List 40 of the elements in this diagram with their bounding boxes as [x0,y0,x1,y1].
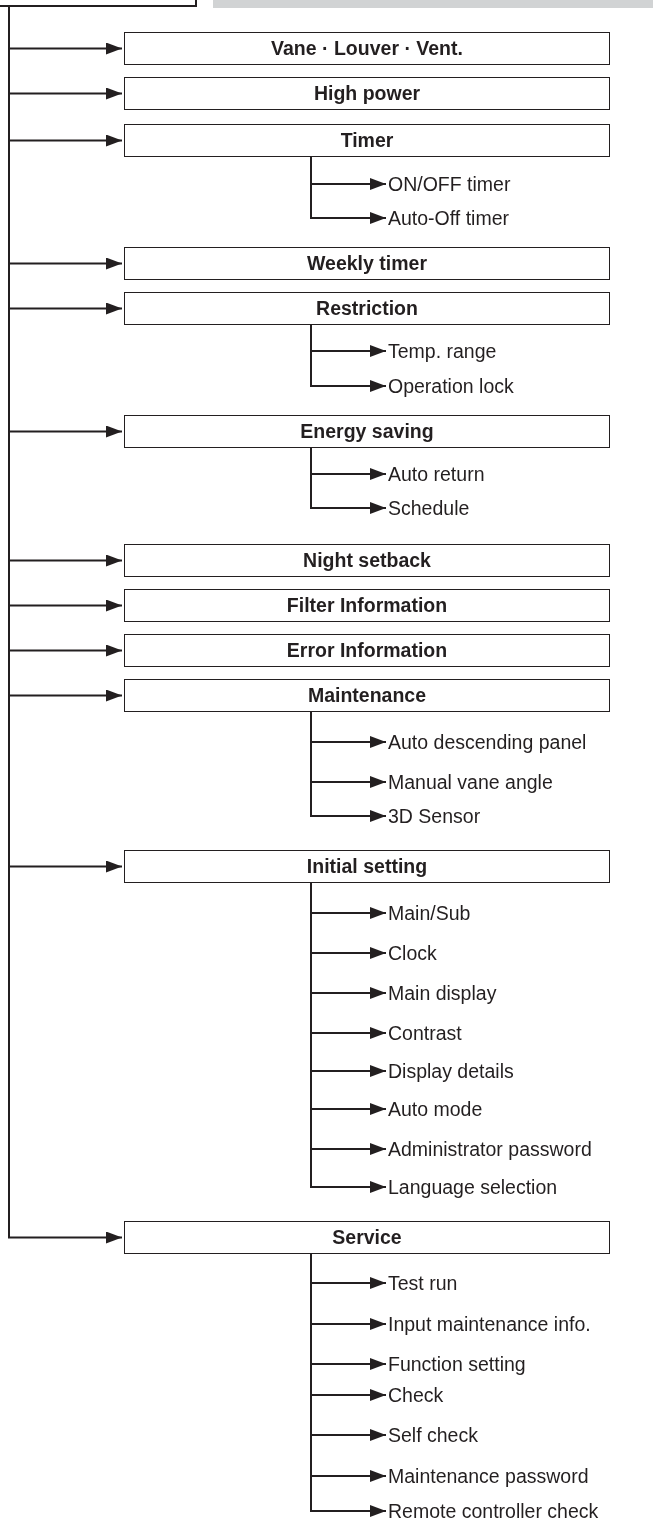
menu-item-label: Check [388,1384,444,1406]
menu-item-label: Maintenance password [388,1465,589,1487]
menu-item-label: Test run [388,1272,458,1294]
menu-item-label: Display details [388,1060,514,1082]
menu-item-label: Manual vane angle [388,771,553,793]
menu-item-label: Auto return [388,463,485,485]
menu-item-label: Administrator password [388,1138,592,1160]
menu-item-label: Remote controller check [388,1500,599,1522]
arrow [310,324,387,392]
arrow [310,711,387,822]
menu-item-label: Function setting [388,1353,526,1375]
arrow [310,447,387,514]
menu-item-label: Main display [388,982,497,1004]
menu-box: Weekly timer [124,247,610,280]
menu-item-label: Input maintenance info. [388,1313,591,1335]
menu-box: High power [124,77,610,110]
arrow [310,156,387,224]
menu-item-label: Clock [388,942,437,964]
menu-item-label: Contrast [388,1022,462,1044]
menu-box: Restriction [124,292,610,325]
menu-box: Filter Information [124,589,610,622]
menu-item-label: Schedule [388,497,470,519]
menu-item-label: 3D Sensor [388,805,481,827]
menu-item-label: Auto descending panel [388,731,587,753]
menu-item-label: Language selection [388,1176,558,1198]
menu-box: Error Information [124,634,610,667]
menu-box: Initial setting [124,850,610,883]
menu-item-label: Temp. range [388,340,497,362]
menu-item-label: Auto mode [388,1098,483,1120]
menu-item-label: Main/Sub [388,902,471,924]
menu-box: Night setback [124,544,610,577]
menu-box: Energy saving [124,415,610,448]
menu-box: Timer [124,124,610,157]
menu-box: Maintenance [124,679,610,712]
menu-item-label: Self check [388,1424,478,1446]
menu-box: Vane · Louver · Vent. [124,32,610,65]
menu-item-label: Operation lock [388,375,514,397]
menu-box: Service [124,1221,610,1254]
menu-item-label: Auto-Off timer [388,207,509,229]
menu-item-label: ON/OFF timer [388,173,511,195]
